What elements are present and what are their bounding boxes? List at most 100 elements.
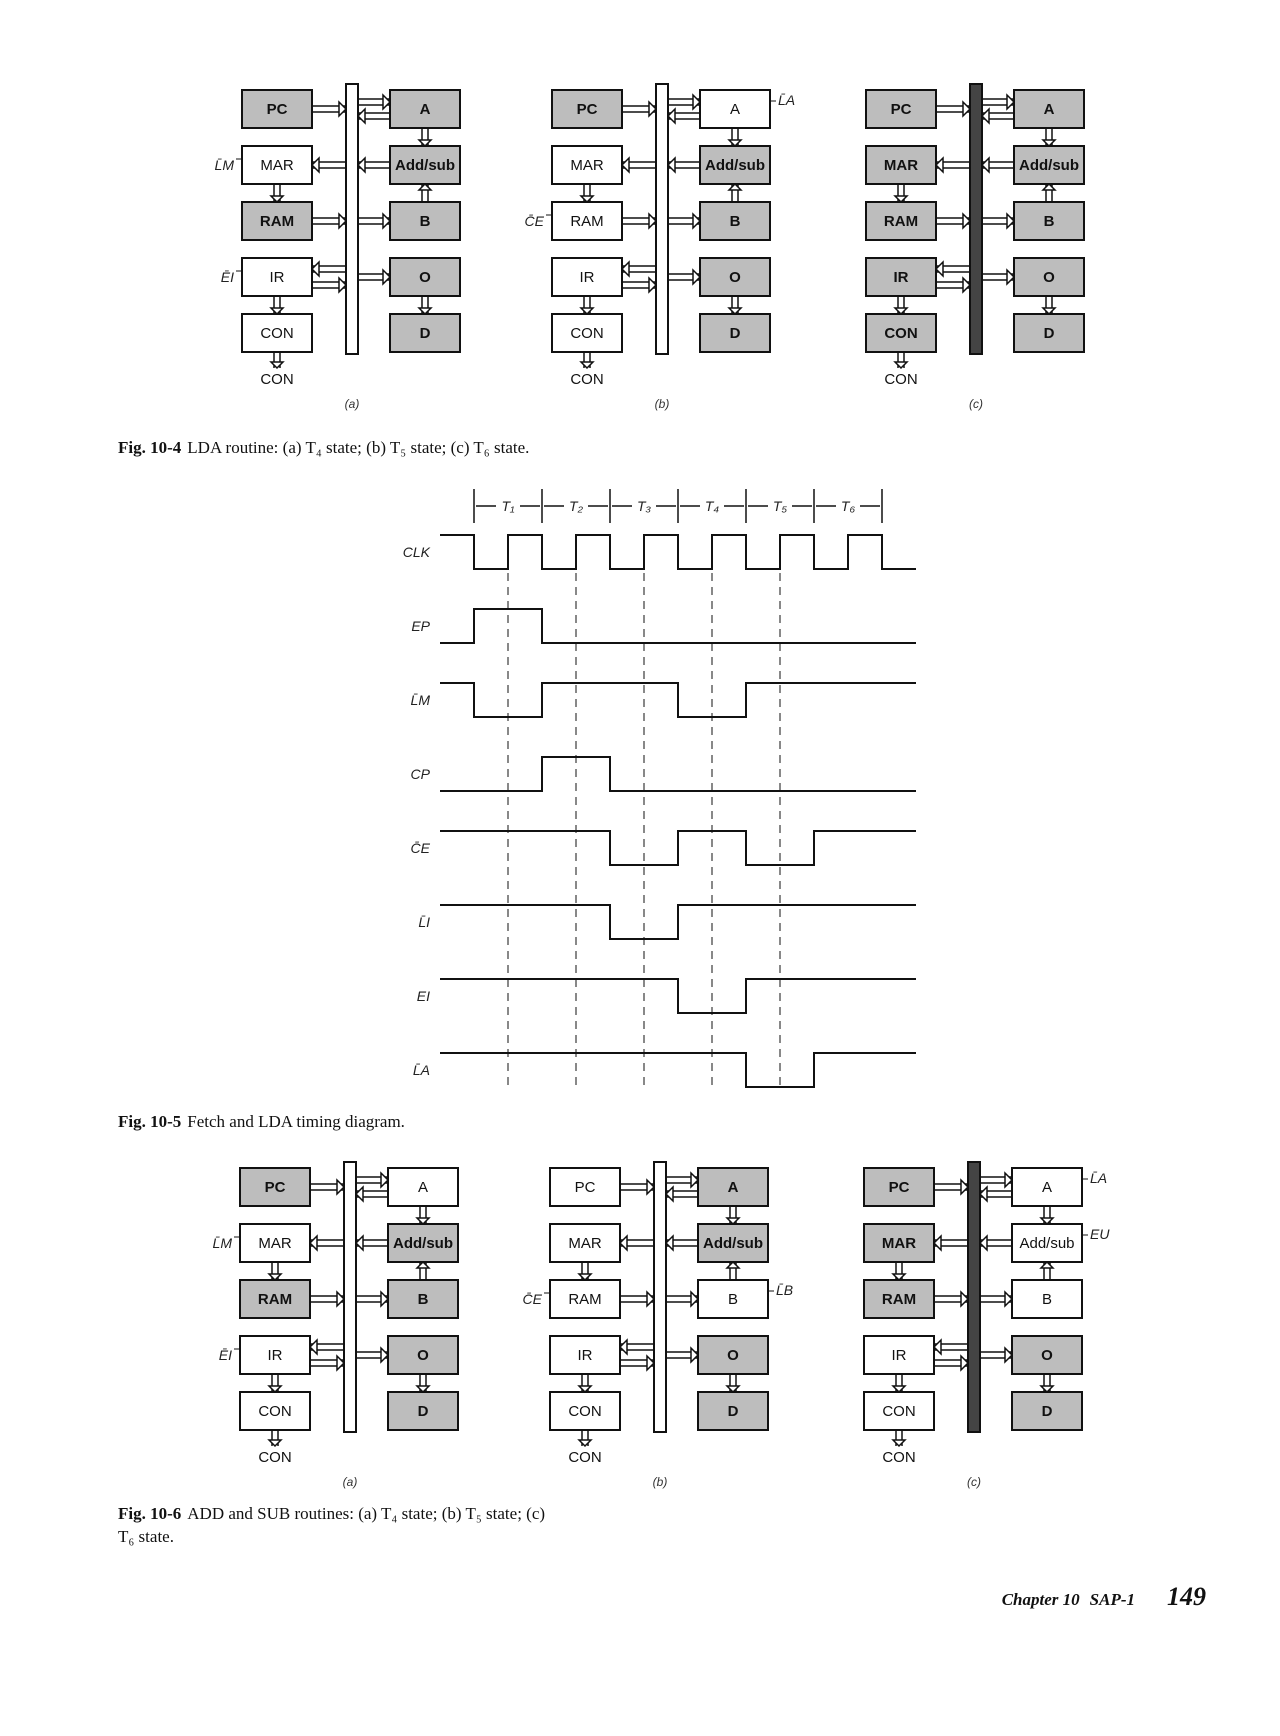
block-ir — [863, 1335, 935, 1375]
block-ram — [863, 1279, 935, 1319]
signal-label: CP — [411, 766, 431, 782]
control-label-a: L̄A — [778, 92, 795, 108]
w-ir-bus-head — [336, 1354, 346, 1372]
fig-10-6-text-line1: ADD and SUB routines: (a) T₄ state; (b) … — [187, 1504, 546, 1523]
w-b-addsub-head — [415, 1260, 431, 1269]
block-mar — [865, 145, 937, 185]
block-a — [387, 1167, 459, 1207]
w-ir-bus-head — [646, 1354, 656, 1372]
w-o-d-head — [725, 1385, 741, 1394]
block-pc — [241, 89, 313, 129]
block-a — [697, 1167, 769, 1207]
block-label-b: B — [1042, 1291, 1052, 1308]
w-addsub-bus-head — [666, 156, 676, 174]
w-pc-bus-head — [962, 100, 972, 118]
block-label-pc: PC — [267, 101, 288, 118]
block-d — [387, 1391, 459, 1431]
block-label-pc: PC — [265, 1179, 286, 1196]
block-d — [1013, 313, 1085, 353]
block-b — [699, 201, 771, 241]
block-label-o: O — [1043, 269, 1055, 286]
block-ir — [549, 1335, 621, 1375]
w-bus-ir-head — [932, 1338, 942, 1356]
block-label-d: D — [420, 325, 431, 342]
w-a-addsub-head — [1039, 1217, 1055, 1226]
w-ir-con-head — [577, 1385, 593, 1394]
page-footer: Chapter 10 SAP-1 149 — [1002, 1582, 1206, 1612]
w-ir-bus-head — [960, 1354, 970, 1372]
block-label-o: O — [419, 269, 431, 286]
w-bus-mar-head — [620, 156, 630, 174]
signal-ei: EI — [417, 978, 916, 1014]
w-a-addsub-head — [725, 1217, 741, 1226]
w-a-bus-head — [980, 107, 990, 125]
w-pc-bus-head — [646, 1178, 656, 1196]
block-con — [863, 1391, 935, 1431]
footer-chapter: Chapter 10 — [1001, 1590, 1080, 1609]
block-a — [1011, 1167, 1083, 1207]
block-label-ir: IR — [892, 1347, 907, 1364]
block-label-pc: PC — [577, 101, 598, 118]
w-ram-bus-head — [338, 212, 348, 230]
w-a-bus-head — [356, 107, 366, 125]
footer-section: SAP-1 — [1089, 1590, 1135, 1609]
w-ram-bus-head — [962, 212, 972, 230]
block-label-add-sub: Add/sub — [393, 1235, 453, 1252]
w-ram-bus-head — [646, 1290, 656, 1308]
signal-l-a: L̄A — [413, 1052, 916, 1088]
w-bus-ir-head — [620, 260, 630, 278]
block-pc — [551, 89, 623, 129]
w-b-addsub-head — [725, 1260, 741, 1269]
signal-waveform — [440, 1052, 916, 1088]
w-mar-ram-head — [579, 195, 595, 204]
panel-sublabel: (b) — [653, 1475, 668, 1489]
block-a — [1013, 89, 1085, 129]
block-label-con: CON — [260, 325, 293, 342]
page-number: 149 — [1167, 1582, 1206, 1611]
w-bus-o-head — [1006, 268, 1016, 286]
control-label-b: L̄B — [776, 1282, 793, 1298]
block-label-d: D — [728, 1403, 739, 1420]
block-b — [697, 1279, 769, 1319]
w-bus-b-head — [692, 212, 702, 230]
w-ram-bus-head — [648, 212, 658, 230]
w-addsub-bus-head — [354, 1234, 364, 1252]
block-label-a: A — [1042, 1179, 1052, 1196]
w-ram-bus-head — [336, 1290, 346, 1308]
block-label-add-sub: Add/sub — [703, 1235, 763, 1252]
block-label-mar: MAR — [570, 157, 604, 174]
con-output-label: CON — [568, 1449, 601, 1466]
block-label-mar: MAR — [882, 1235, 916, 1252]
w-ir-con-head — [269, 307, 285, 316]
block-mar — [241, 145, 313, 185]
w-bus-a-head — [1006, 93, 1016, 111]
fig-10-6-diagram: PCMARRAMIRCONAAdd/subBODCONL̄MĒI(a)PCMAR… — [213, 1161, 1110, 1489]
state-label: T₂ — [569, 498, 584, 514]
w-bus-mar-head — [932, 1234, 942, 1252]
w-mar-ram-head — [893, 195, 909, 204]
w-bus-b-head — [690, 1290, 700, 1308]
block-label-ram: RAM — [570, 213, 603, 230]
w-o-d-head — [415, 1385, 431, 1394]
con-output-label: CON — [258, 1449, 291, 1466]
signal-l-i: L̄I — [418, 904, 916, 940]
panel-sublabel: (b) — [655, 397, 670, 411]
fig-10-5-text: Fetch and LDA timing diagram. — [187, 1112, 405, 1131]
control-label-ram: C̄E — [525, 213, 545, 229]
block-label-b: B — [420, 213, 431, 230]
w-mar-ram-head — [267, 1273, 283, 1282]
block-ir — [865, 257, 937, 297]
signal-c-e: C̄E — [411, 830, 916, 866]
w-bus — [653, 1161, 667, 1433]
control-label-ir: ĒI — [221, 269, 234, 285]
w-a-bus-head — [978, 1185, 988, 1203]
signal-waveform — [440, 830, 916, 866]
block-label-o: O — [417, 1347, 429, 1364]
w-bus — [967, 1161, 981, 1433]
signal-waveform — [440, 534, 916, 570]
w-b-addsub-head — [417, 182, 433, 191]
w-bus-o-head — [690, 1346, 700, 1364]
